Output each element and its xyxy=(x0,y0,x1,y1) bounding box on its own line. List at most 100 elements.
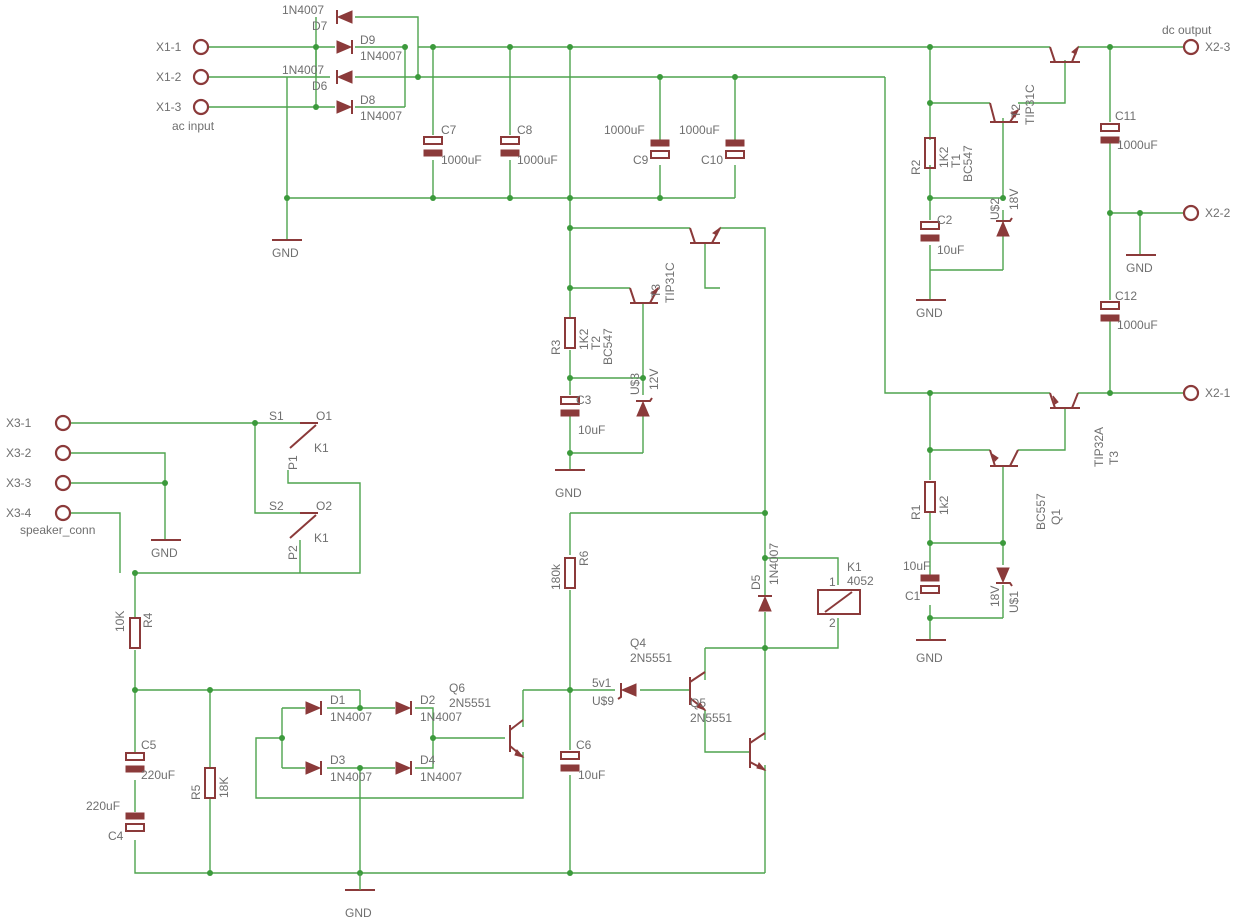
diode-d2 xyxy=(395,701,412,715)
capacitor-c10 xyxy=(725,139,745,159)
schematic-label: D1 xyxy=(330,693,346,707)
schematic-label: R1 xyxy=(909,504,923,520)
schematic-label: 1000uF xyxy=(604,123,645,137)
capacitor-c1 xyxy=(920,574,940,594)
schematic-label: T1 xyxy=(949,154,963,168)
x3-3-terminal xyxy=(54,474,72,492)
schematic-label: T3 xyxy=(1107,451,1121,465)
schematic-label: R6 xyxy=(577,550,591,566)
label-gnd-2: GND xyxy=(1126,261,1153,275)
schematic-label: 1k2 xyxy=(937,495,951,515)
label-x2-1: X2-1 xyxy=(1205,386,1231,400)
schematic-label: 1N4007 xyxy=(282,63,324,77)
schematic-label: 4052 xyxy=(847,574,874,588)
schematic-label: 18V xyxy=(988,586,1002,607)
schematic-label: U$1 xyxy=(1007,591,1021,613)
schematic-label: C7 xyxy=(441,123,457,137)
schematic-label: Q5 xyxy=(690,696,706,710)
x1-2-terminal xyxy=(192,68,210,86)
capacitor-c8 xyxy=(500,136,520,157)
schematic-label: S2 xyxy=(269,499,284,513)
ground-symbols xyxy=(151,239,1156,891)
schematic-label: D6 xyxy=(312,79,328,93)
resistor-r1 xyxy=(924,481,936,513)
resistor-r4 xyxy=(129,617,141,649)
schematic-label: C9 xyxy=(633,153,649,167)
schematic-label: S1 xyxy=(269,409,284,423)
transistor-t2 xyxy=(629,286,660,304)
schematic-label: D8 xyxy=(360,93,376,107)
schematic-label: T2 xyxy=(1009,104,1023,118)
svg-text:1N4007: 1N4007 xyxy=(420,770,462,784)
transistors xyxy=(509,45,1080,771)
schematic-label: TIP32A xyxy=(1092,427,1106,467)
schematic-label: 220uF xyxy=(86,799,120,813)
schematic-label: BC547 xyxy=(961,145,975,182)
schematic-label: 2 xyxy=(829,616,836,630)
resistor-r3 xyxy=(564,317,576,349)
schematic-label: TIP31C xyxy=(1023,84,1037,125)
schematic-label: D3 xyxy=(330,753,346,767)
schematic-label: C1 xyxy=(905,589,921,603)
schematic-label: Q6 xyxy=(449,681,465,695)
svg-text:1N4007: 1N4007 xyxy=(420,710,462,724)
schematic-label: 1N4007 xyxy=(767,543,781,585)
schematic-label: 1N4007 xyxy=(360,109,402,123)
schematic-label: BC547 xyxy=(601,328,615,365)
schematic-label: T2 xyxy=(589,336,603,350)
schematic-label: P1 xyxy=(286,455,300,470)
schematic-label: 2N5551 xyxy=(690,711,732,725)
schematic-label: Q1 xyxy=(1049,509,1063,525)
resistor-r2 xyxy=(924,137,936,169)
schematic-label: 12V xyxy=(647,369,661,390)
schematic-label: 220uF xyxy=(141,768,175,782)
schematic-label: 1N4007 xyxy=(282,3,324,17)
label-ac-input: ac input xyxy=(172,119,215,133)
label-x2-2: X2-2 xyxy=(1205,206,1231,220)
zener-us1 xyxy=(996,567,1013,587)
schematic-label: R3 xyxy=(549,339,563,355)
schematic-label: 1N4007 xyxy=(360,49,402,63)
schematic-label: D2 xyxy=(420,693,436,707)
schematic-label: 10uF xyxy=(578,423,605,437)
schematic-label: R2 xyxy=(909,159,923,175)
transistor-tip31c-mid xyxy=(689,226,722,244)
schematic-label: 10uF xyxy=(937,243,964,257)
label-gnd-3: GND xyxy=(916,306,943,320)
schematic-label: 1000uF xyxy=(679,123,720,137)
transistor-q4 xyxy=(689,671,707,712)
schematic-label: P2 xyxy=(286,545,300,560)
diode-d7 xyxy=(336,10,353,24)
capacitor-c7 xyxy=(423,136,443,157)
schematic-label: R5 xyxy=(189,784,203,800)
zener-us3 xyxy=(636,397,653,417)
text-labels: X1-1 X1-2 X1-3 ac input dc output X2-3 X… xyxy=(6,3,1231,920)
x1-1-terminal xyxy=(192,38,210,56)
schematic-label: 10uF xyxy=(578,768,605,782)
capacitor-c4 xyxy=(125,812,145,832)
relay-contacts xyxy=(289,422,318,539)
schematic-label: U$3 xyxy=(628,373,642,395)
schematic-label: O2 xyxy=(316,499,332,513)
schematic-label: C2 xyxy=(937,213,953,227)
schematic-label: D4 xyxy=(420,753,436,767)
x2-1-terminal xyxy=(1182,384,1200,402)
schematic-label: C6 xyxy=(576,738,592,752)
schematic-label: D5 xyxy=(749,574,763,590)
schematic-label: C10 xyxy=(701,153,723,167)
capacitor-c5 xyxy=(125,752,145,773)
schematic-label: U$2 xyxy=(988,198,1002,220)
label-x1-3: X1-3 xyxy=(156,100,182,114)
transistor-q1 xyxy=(989,449,1019,467)
x2-2-terminal xyxy=(1182,204,1200,222)
schematic-label: C4 xyxy=(108,829,124,843)
label-gnd-6: GND xyxy=(916,651,943,665)
connector-pins xyxy=(54,38,1200,522)
schematic-label: 1000uF xyxy=(441,153,482,167)
schematic-label: 180k xyxy=(549,563,563,590)
label-x3-1: X3-1 xyxy=(6,416,32,430)
x2-3-terminal xyxy=(1182,38,1200,56)
label-x1-2: X1-2 xyxy=(156,70,182,84)
schematic-label: 1000uF xyxy=(1117,318,1158,332)
transistor-tip31c-top xyxy=(1049,45,1080,63)
